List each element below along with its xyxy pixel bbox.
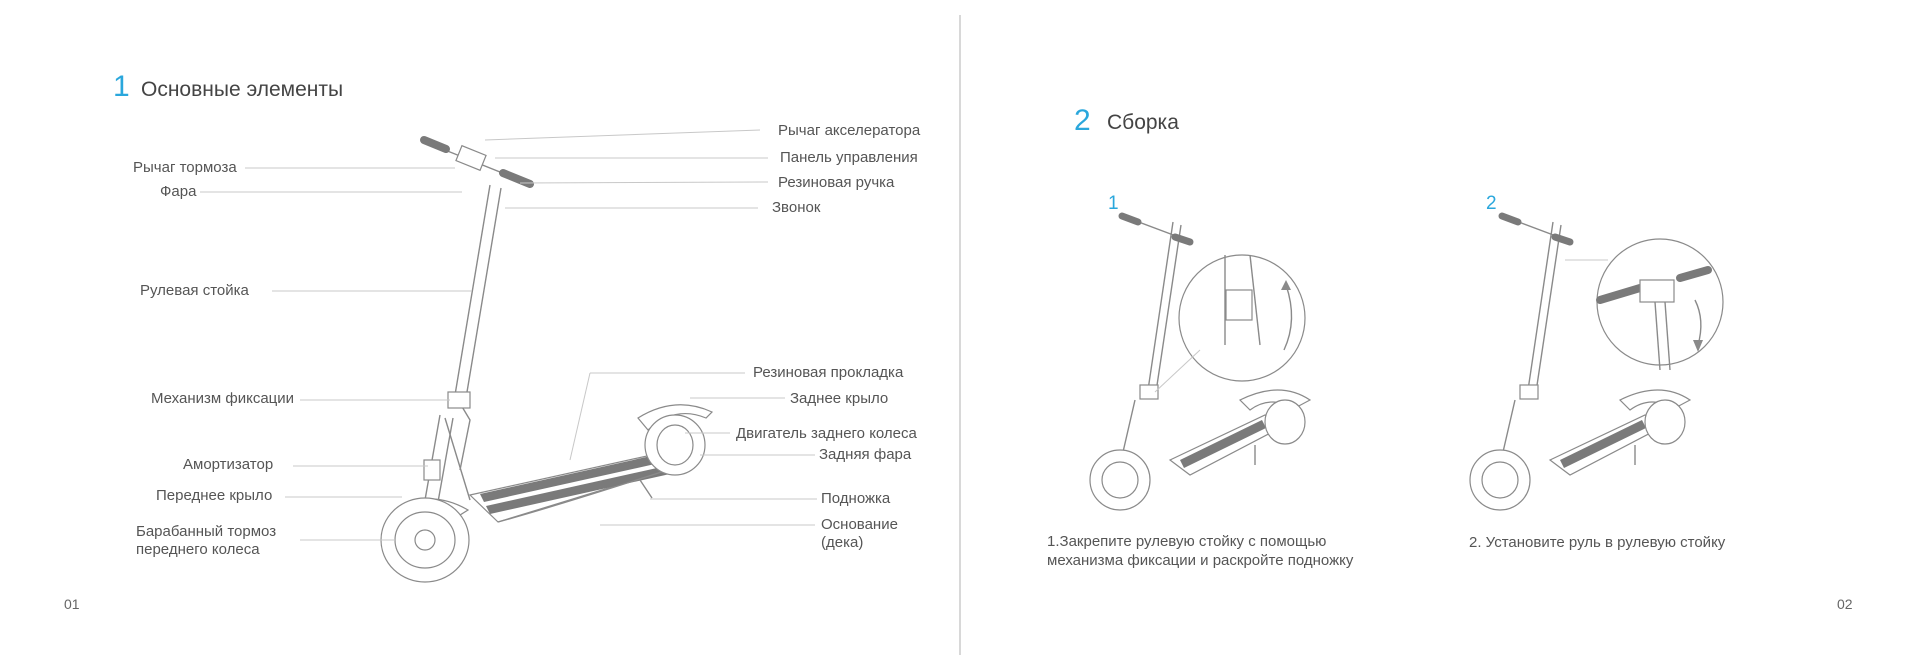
label-lock-mechanism: Механизм фиксации (151, 390, 295, 407)
page-number-right: 02 (1837, 596, 1853, 612)
label-shock-absorber: Амортизатор (183, 456, 274, 473)
step1-caption-line2: механизма фиксации и раскройте подножку (1047, 552, 1354, 569)
label-front-fender: Переднее крыло (156, 487, 273, 504)
label-kickstand: Подножка (821, 490, 891, 507)
label-drum-brake: Барабанный тормоз (136, 523, 277, 540)
label-headlight: Фара (160, 183, 197, 200)
label-bell: Звонок (772, 199, 821, 216)
label-rear-light: Задняя фара (819, 446, 912, 463)
step-number-2: 2 (1486, 193, 1497, 214)
label-steering-column: Рулевая стойка (140, 282, 249, 299)
label-brake-lever: Рычаг тормоза (133, 159, 237, 176)
step1-caption: 1.Закрепите рулевую стойку с помощью (1047, 533, 1327, 550)
label-deck-line2: (дека) (821, 534, 864, 551)
step1-illustration (1089, 212, 1312, 511)
label-rubber-grip: Резиновая ручка (778, 174, 895, 191)
leader-lines (200, 129, 817, 541)
label-accelerator: Рычаг акселератора (778, 122, 921, 139)
section-title: Основные элементы (141, 78, 344, 101)
section-title-2: Сборка (1107, 111, 1179, 134)
label-control-panel: Панель управления (780, 149, 918, 166)
label-rubber-pad: Резиновая прокладка (753, 364, 904, 381)
step2-illustration (1469, 212, 1724, 511)
section-number-2: 2 (1074, 104, 1091, 137)
label-rear-motor: Двигатель заднего колеса (736, 425, 917, 442)
scooter-main-illustration (380, 136, 714, 583)
label-rear-fender: Заднее крыло (790, 390, 889, 407)
step-number-1: 1 (1108, 193, 1119, 214)
label-drum-brake-line2: переднего колеса (136, 541, 260, 558)
page-number-left: 01 (64, 596, 80, 612)
step2-caption: 2. Установите руль в рулевую стойку (1469, 534, 1726, 551)
label-deck: Основание (821, 516, 898, 533)
section-number: 1 (113, 70, 130, 103)
